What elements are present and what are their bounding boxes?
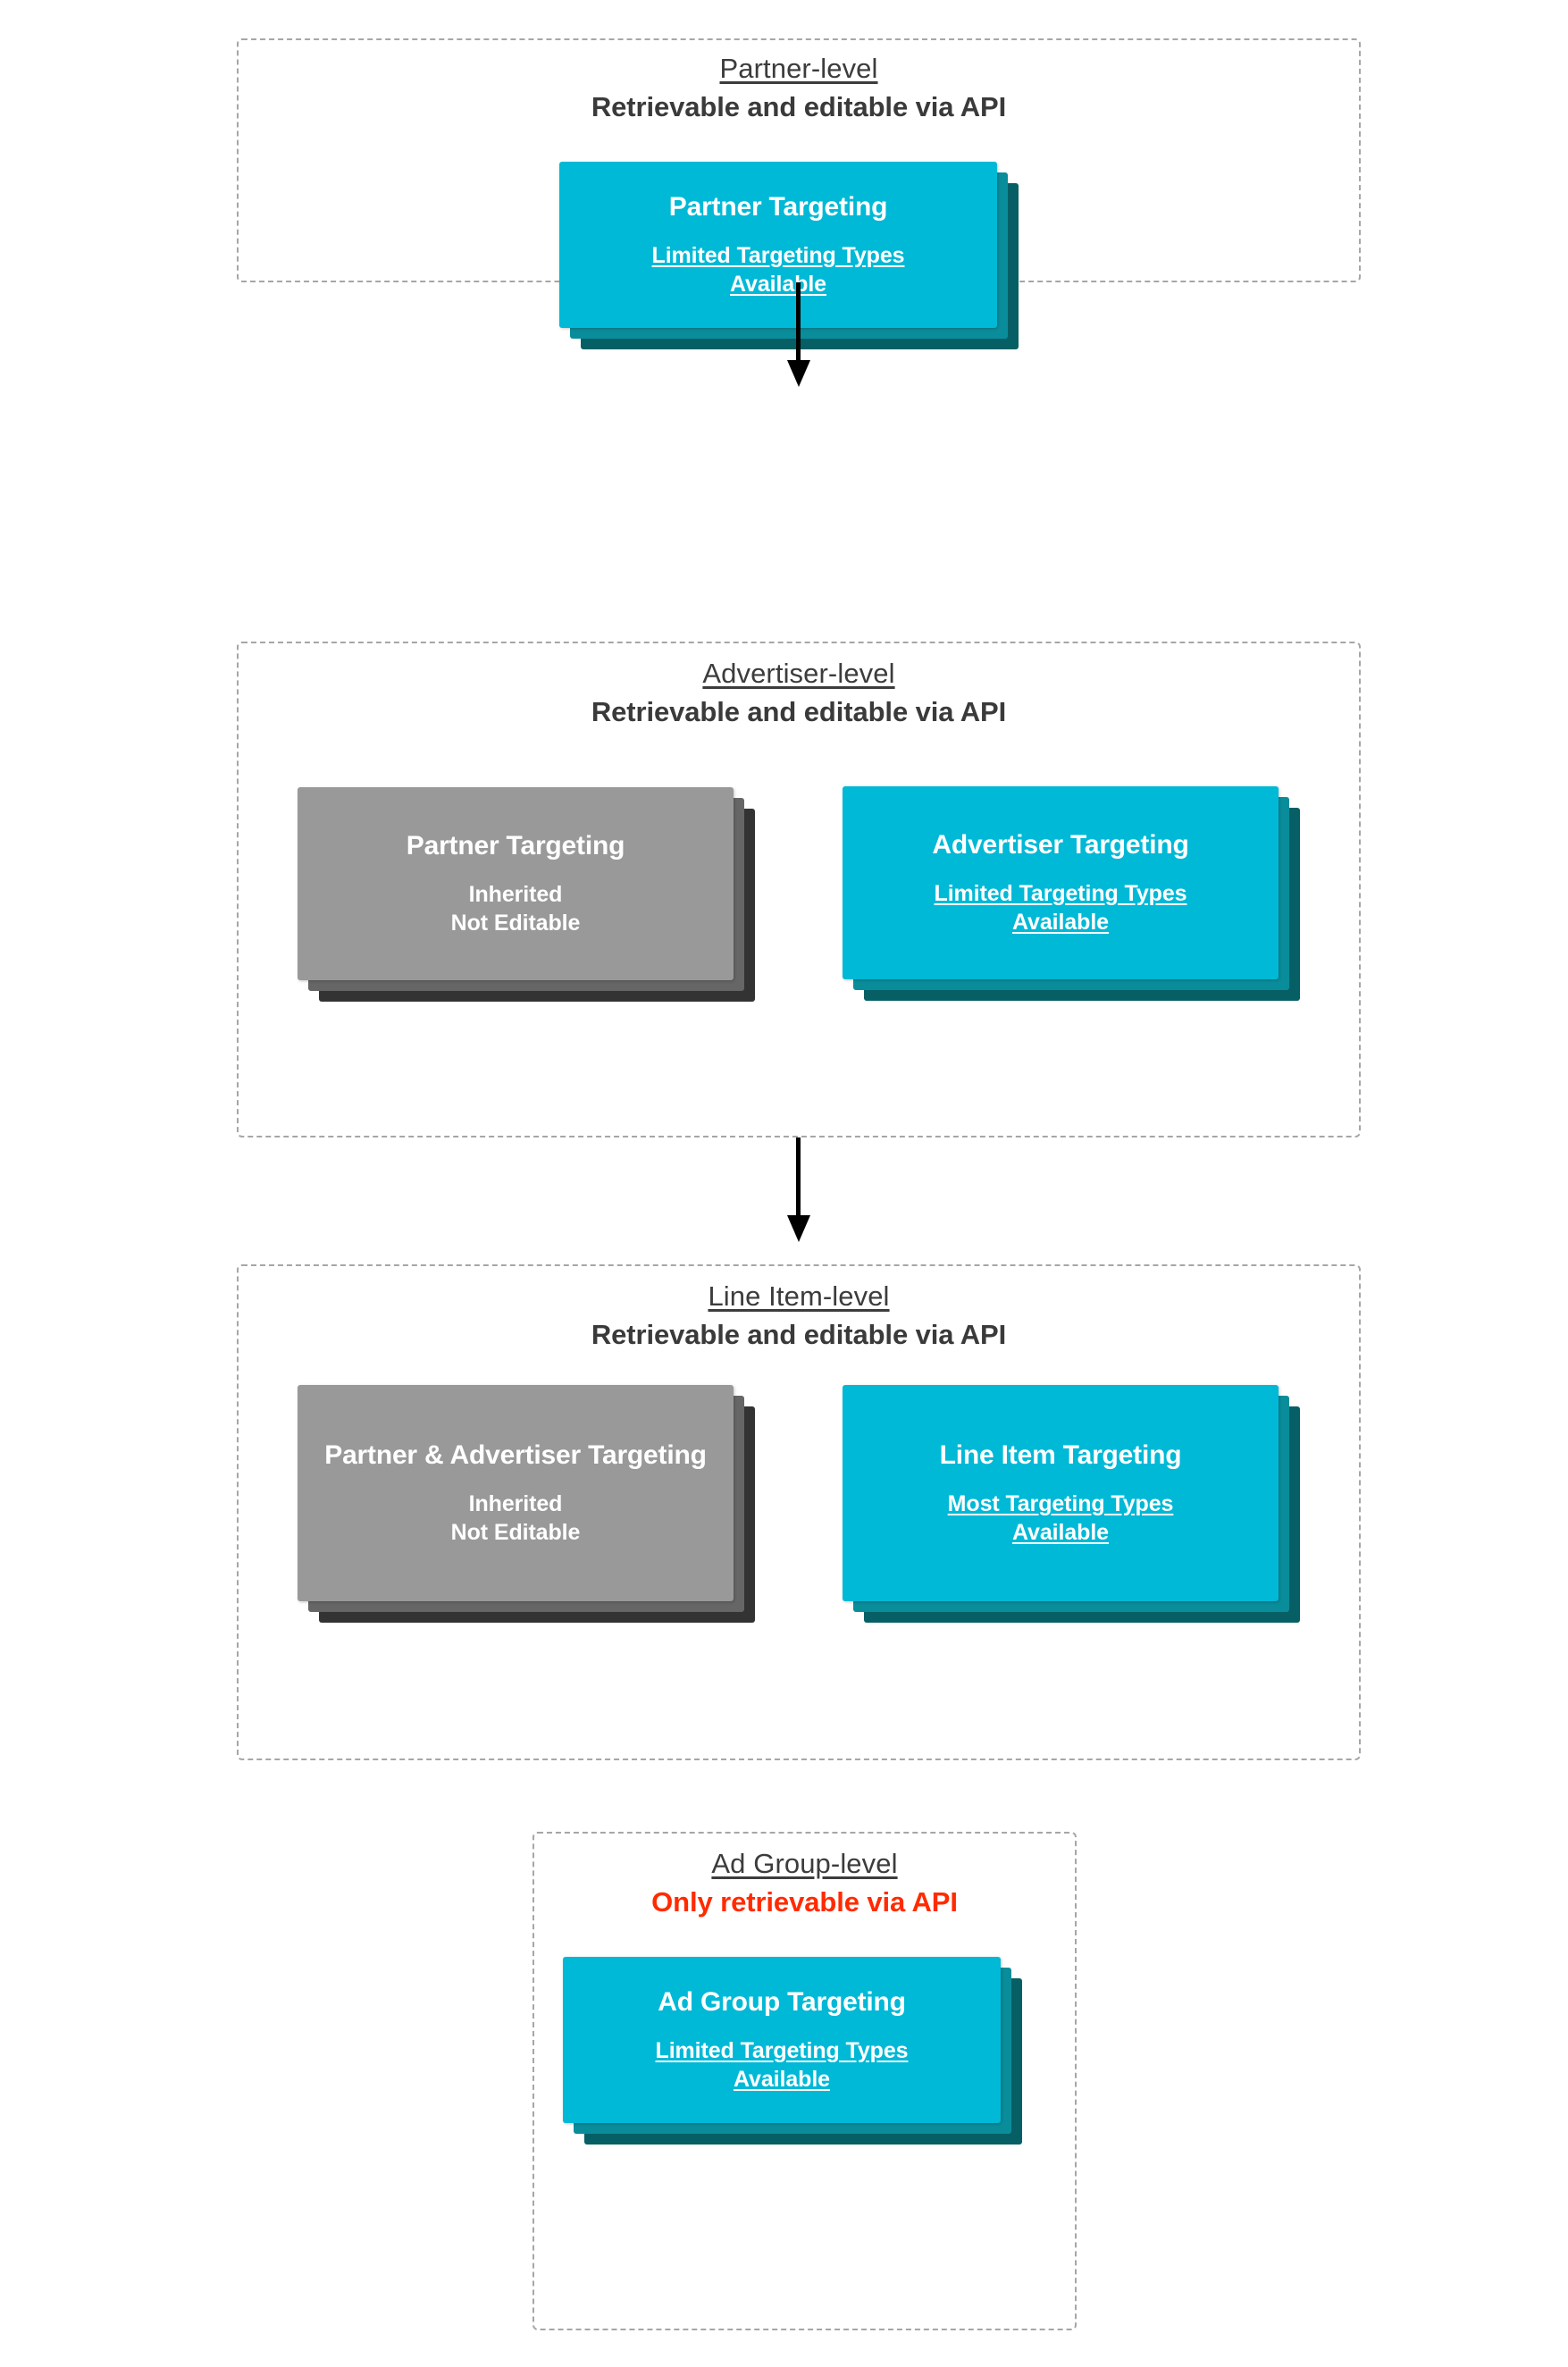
card-title: Partner Targeting: [668, 191, 888, 222]
card-subtitle: Inherited Not Editable: [451, 880, 581, 937]
card-subtitle-line1: Inherited: [468, 882, 563, 908]
card-stack-ad-group-targeting[interactable]: Ad Group Targeting Limited Targeting Typ…: [563, 1957, 1022, 2145]
level-heading-line-item: Line Item-level Retrievable and editable…: [239, 1280, 1359, 1351]
card-line-item-targeting[interactable]: Line Item Targeting Most Targeting Types…: [843, 1385, 1279, 1601]
card-stack-advertiser-targeting[interactable]: Advertiser Targeting Limited Targeting T…: [843, 786, 1300, 1001]
card-inherited-partner-targeting[interactable]: Partner Targeting Inherited Not Editable: [298, 787, 734, 980]
level-heading-partner: Partner-level Retrievable and editable v…: [239, 53, 1359, 123]
card-title: Ad Group Targeting: [658, 1986, 906, 2017]
level-box-advertiser: Advertiser-level Retrievable and editabl…: [237, 642, 1361, 1137]
card-subtitle-line1: Limited Targeting Types: [655, 2038, 909, 2064]
card-subtitle-line1: Inherited: [468, 1491, 563, 1517]
arrow-shaft: [796, 282, 801, 363]
card-subtitle-line2: Available: [730, 272, 826, 298]
level-title-partner: Partner-level: [719, 53, 878, 84]
card-stack-partner-targeting[interactable]: Partner Targeting Limited Targeting Type…: [559, 162, 1019, 349]
card-stack-line-item-targeting[interactable]: Line Item Targeting Most Targeting Types…: [843, 1385, 1300, 1623]
arrow-head: [787, 360, 810, 387]
arrow-shaft: [796, 1137, 801, 1218]
card-title: Partner & Advertiser Targeting: [324, 1440, 707, 1470]
level-title-ad-group: Ad Group-level: [711, 1848, 898, 1879]
level-heading-advertiser: Advertiser-level Retrievable and editabl…: [239, 658, 1359, 728]
card-subtitle-line2: Not Editable: [450, 911, 581, 936]
card-subtitle: Most Targeting Types Available: [948, 1490, 1174, 1547]
card-subtitle-line2: Available: [1012, 910, 1109, 936]
level-api-note-partner: Retrievable and editable via API: [591, 90, 1007, 122]
card-advertiser-targeting[interactable]: Advertiser Targeting Limited Targeting T…: [843, 786, 1279, 979]
level-title-advertiser: Advertiser-level: [702, 658, 895, 689]
card-stack-advertiser-inherited[interactable]: Partner Targeting Inherited Not Editable: [298, 787, 755, 1002]
connector-arrow-advertiser-to-line-item: [781, 1137, 817, 1242]
card-title: Line Item Targeting: [939, 1440, 1182, 1470]
card-partner-targeting[interactable]: Partner Targeting Limited Targeting Type…: [559, 162, 997, 328]
card-subtitle-line2: Not Editable: [450, 1520, 581, 1546]
level-box-partner: Partner-level Retrievable and editable v…: [237, 38, 1361, 349]
level-title-line-item: Line Item-level: [708, 1280, 890, 1312]
level-heading-ad-group: Ad Group-level Only retrievable via API: [534, 1848, 1075, 1918]
connector-arrow-partner-to-advertiser: [781, 282, 817, 387]
level-api-note-ad-group: Only retrievable via API: [651, 1885, 958, 1918]
card-stack-line-item-inherited[interactable]: Partner & Advertiser Targeting Inherited…: [298, 1385, 755, 1623]
card-subtitle-line1: Limited Targeting Types: [934, 881, 1187, 907]
level-api-note-advertiser: Retrievable and editable via API: [591, 695, 1007, 727]
card-subtitle: Limited Targeting Types Available: [652, 241, 905, 298]
card-subtitle-line1: Limited Targeting Types: [651, 243, 905, 269]
level-box-line-item: Line Item-level Retrievable and editable…: [237, 1264, 1361, 1760]
card-subtitle-line2: Available: [734, 2067, 830, 2093]
card-subtitle: Limited Targeting Types Available: [935, 879, 1187, 936]
card-subtitle-line1: Most Targeting Types: [947, 1491, 1174, 1517]
card-subtitle: Limited Targeting Types Available: [656, 2036, 909, 2094]
level-api-note-line-item: Retrievable and editable via API: [591, 1318, 1007, 1350]
card-title: Advertiser Targeting: [932, 829, 1189, 860]
level-box-ad-group: Ad Group-level Only retrievable via API …: [532, 1832, 1077, 2330]
card-ad-group-targeting[interactable]: Ad Group Targeting Limited Targeting Typ…: [563, 1957, 1001, 2123]
card-title: Partner Targeting: [406, 830, 625, 860]
card-inherited-partner-advertiser-targeting[interactable]: Partner & Advertiser Targeting Inherited…: [298, 1385, 734, 1601]
card-subtitle-line2: Available: [1012, 1520, 1109, 1546]
card-subtitle: Inherited Not Editable: [451, 1490, 581, 1547]
arrow-head: [787, 1215, 810, 1242]
